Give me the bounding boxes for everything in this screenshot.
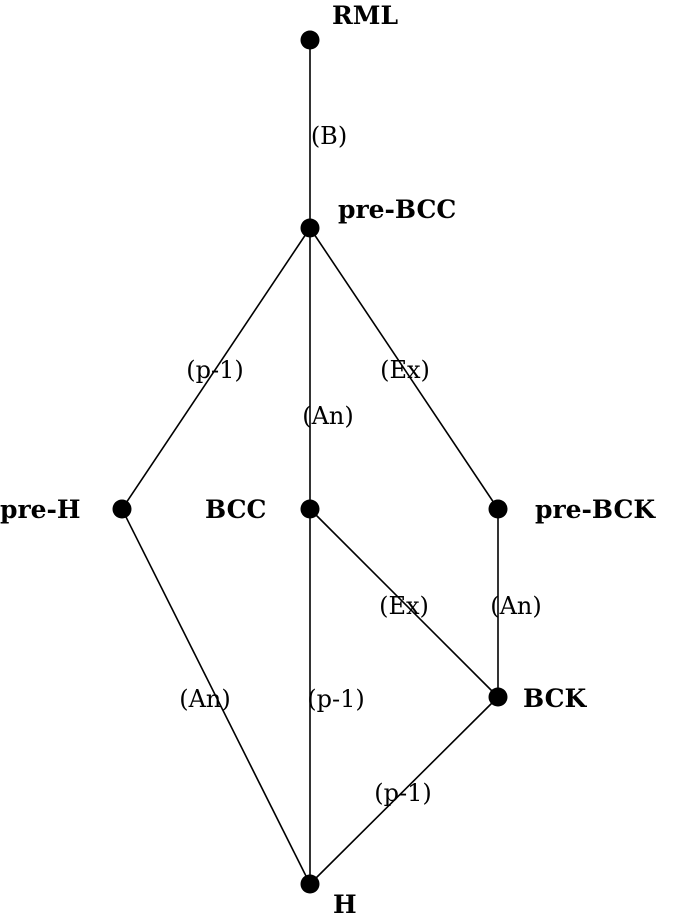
node-label-pre-bck: pre-BCK	[535, 495, 656, 524]
node-pre-bck	[488, 499, 508, 519]
edge-pre-bcc-pre-h	[121, 227, 311, 510]
edge-label-pre-bcc-pre-h: (p-1)	[186, 356, 243, 384]
edge-label-pre-bcc-pre-bck: (Ex)	[380, 356, 430, 384]
node-bcc	[300, 499, 320, 519]
edge-label-bck-h: (p-1)	[374, 779, 431, 807]
node-pre-bcc	[300, 218, 320, 238]
node-label-pre-bcc: pre-BCC	[338, 195, 456, 224]
node-rml	[300, 30, 320, 50]
node-bck	[488, 687, 508, 707]
edge-bcc-bck	[309, 508, 499, 698]
edge-label-bcc-h: (p-1)	[307, 685, 364, 713]
edge-label-bcc-bck: (Ex)	[379, 592, 429, 620]
edge-label-pre-bcc-bcc: (An)	[302, 402, 354, 430]
edge-label-rml-pre-bcc: (B)	[311, 122, 347, 150]
edge-label-pre-bck-bck: (An)	[490, 592, 542, 620]
node-pre-h	[112, 499, 132, 519]
edge-bck-h	[309, 696, 499, 885]
node-label-h: H	[333, 890, 357, 916]
node-h	[300, 874, 320, 894]
node-label-pre-h: pre-H	[0, 495, 81, 524]
node-label-bck: BCK	[523, 684, 587, 713]
edge-label-pre-h-h: (An)	[179, 685, 231, 713]
node-label-rml: RML	[332, 1, 398, 30]
edge-pre-h-h	[121, 508, 311, 885]
node-label-bcc: BCC	[205, 495, 266, 524]
edge-pre-bcc-pre-bck	[309, 227, 499, 510]
